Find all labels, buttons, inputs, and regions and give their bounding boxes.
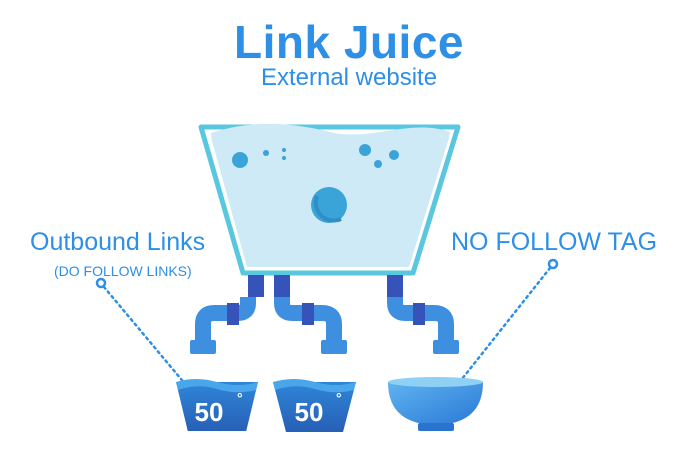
bucket-2-value: 50: [295, 397, 324, 427]
bubble: [232, 152, 248, 168]
pipe-left-inner: [274, 275, 347, 354]
bucket-1-value: 50: [195, 397, 224, 427]
page-title: Link Juice: [234, 16, 464, 68]
nofollow-pointer: [456, 258, 559, 386]
bubble: [389, 150, 399, 160]
bubble: [282, 156, 286, 160]
water-surface: [211, 123, 450, 142]
no-follow-tag-label: NO FOLLOW TAG: [451, 228, 658, 256]
bubble: [263, 150, 269, 156]
bubble: [282, 148, 286, 152]
pipe-left-outer: [190, 275, 264, 354]
bubble: [374, 160, 382, 168]
bowl: [388, 377, 483, 431]
outbound-links-label: Outbound Links: [30, 228, 206, 256]
do-follow-links-label: (DO FOLLOW LINKS): [54, 263, 192, 279]
bubble: [359, 144, 371, 156]
bucket-1-unit: °: [237, 390, 243, 406]
water-tank: [198, 123, 461, 276]
page-subtitle: External website: [260, 64, 438, 91]
outbound-pointer: [95, 277, 188, 387]
bucket-2-unit: °: [336, 390, 342, 406]
bucket-2: 50 °: [273, 379, 356, 432]
bucket-1: 50 °: [176, 379, 258, 433]
pipe-right: [387, 275, 459, 354]
